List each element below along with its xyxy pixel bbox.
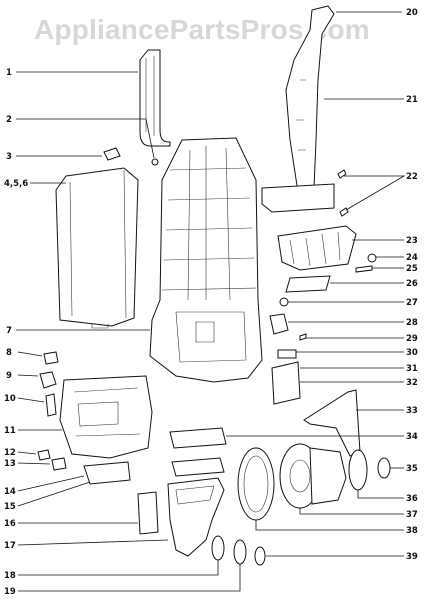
latch-part-8: [43, 351, 59, 365]
callout-20: 20: [406, 8, 418, 18]
nut-part-35: [377, 457, 391, 479]
bumper-part-14: [83, 461, 131, 485]
callout-2: 2: [6, 115, 12, 125]
callout-4-5-6: 4,5,6: [4, 179, 28, 189]
callout-13: 13: [4, 459, 16, 469]
callout-30: 30: [406, 348, 418, 358]
bracket-part: [277, 225, 357, 271]
callout-15: 15: [4, 502, 16, 512]
callout-16: 16: [4, 519, 16, 529]
panel-part-33: [303, 389, 361, 457]
spring-part-12: [37, 449, 51, 461]
motor-housing-part: [167, 477, 225, 557]
callout-3: 3: [6, 152, 12, 162]
callout-14: 14: [4, 487, 16, 497]
callout-26: 26: [406, 279, 418, 289]
bag-housing-part: [59, 375, 153, 459]
screw-part-29: [299, 333, 307, 341]
callout-11: 11: [4, 426, 16, 436]
left-callouts: 1 2 3 4,5,6 7 8 9 10 11 12 13 14 15 16 1…: [4, 68, 28, 597]
spring-part-25: [355, 265, 373, 273]
callout-7: 7: [6, 326, 12, 336]
callout-8: 8: [6, 348, 12, 358]
gasket-ring-inner: [243, 455, 269, 513]
callout-9: 9: [6, 371, 12, 381]
callout-24: 24: [406, 253, 418, 263]
callout-21: 21: [406, 95, 418, 105]
plate-part-34: [169, 427, 227, 449]
filter-part-26: [285, 275, 331, 293]
callout-32: 32: [406, 378, 418, 388]
switch-part-28: [269, 313, 289, 335]
clip-part: [103, 147, 121, 161]
callout-38: 38: [406, 526, 418, 536]
screw-part-22: [337, 169, 347, 179]
callout-37: 37: [406, 510, 418, 520]
clip-part-13: [51, 457, 67, 471]
callout-10: 10: [4, 394, 16, 404]
callout-29: 29: [406, 334, 418, 344]
callout-36: 36: [406, 494, 418, 504]
callout-39: 39: [406, 552, 418, 562]
callout-23: 23: [406, 236, 418, 246]
callout-12: 12: [4, 448, 16, 458]
ring-part-18: [211, 535, 225, 561]
callout-1: 1: [6, 68, 12, 78]
callout-22: 22: [406, 172, 418, 182]
nut-part-24: [367, 253, 377, 263]
motor-part-inner: [289, 459, 311, 493]
filter-part-16: [137, 491, 159, 535]
callout-25: 25: [406, 264, 418, 274]
callout-31: 31: [406, 364, 418, 374]
right-callouts: 20 21 22 23 24 25 26 27 28 29 30 31 32 3…: [406, 8, 418, 562]
callout-34: 34: [406, 432, 418, 442]
motor-body-part: [309, 447, 347, 505]
button-part-10: [45, 393, 57, 417]
callout-17: 17: [4, 541, 16, 551]
callout-19: 19: [4, 587, 16, 597]
callout-35: 35: [406, 464, 418, 474]
handle-part: [261, 5, 335, 213]
callout-27: 27: [406, 298, 418, 308]
ring-part-39: [254, 546, 266, 566]
plate-part-31: [271, 361, 301, 405]
main-housing-part: [149, 137, 263, 383]
leader-lines: [16, 11, 406, 592]
cord-hook-part: [139, 49, 171, 147]
callout-33: 33: [406, 406, 418, 416]
callout-28: 28: [406, 318, 418, 328]
bracket-part-30: [277, 349, 297, 359]
fan-part-36: [348, 449, 368, 491]
lever-part-9: [39, 371, 57, 389]
callout-18: 18: [4, 571, 16, 581]
ring-part-19: [233, 539, 247, 565]
front-cover-part: [55, 167, 139, 329]
knob-part-27: [279, 297, 289, 307]
gasket-ring-part-38: [237, 447, 275, 521]
screw-part: [151, 158, 159, 166]
gasket-part: [171, 457, 225, 477]
